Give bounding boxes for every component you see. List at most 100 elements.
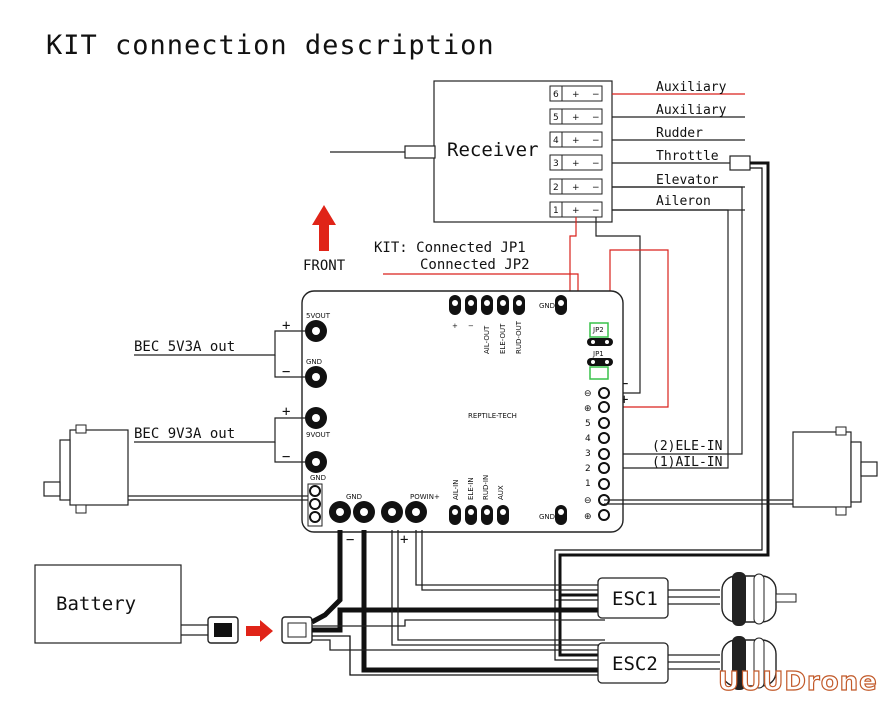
channel-slot [549,131,603,148]
power-minus-wire-2 [361,530,605,673]
right-pin-label-2: 2 [585,464,591,474]
esc2-minus-wire [312,635,605,676]
board-brand: REPTILE-TECH [468,412,517,420]
channel-slot [549,154,603,171]
receiver-box [433,80,613,223]
bec-9v-plus: + [282,404,290,420]
gnd-top-label: GND [539,302,555,310]
channel-number: 3 [553,159,559,169]
right-pin-label-minus: ⊖ [584,389,592,399]
channel-plus: + [572,183,580,193]
esc1-minus-wire [312,607,605,633]
board-minus-label: − [620,376,628,392]
left-servo-body [69,429,129,506]
flight-controller-board: REPTILE-TECH 5VOUT GND 9VOUT GND GND POW… [301,290,624,533]
channel-slot [549,108,603,125]
esc2-feed-wire [312,639,605,651]
gnd-bottom-right-label: GND [539,513,555,521]
power-minus-wire-1 [310,530,343,625]
receiver-channel-4: 4 + − [549,131,603,148]
bec-5v-label: BEC 5V3A out [134,339,235,355]
bottom-pin-rud-in: RUD-IN [482,475,490,500]
battery-label: Battery [56,593,136,615]
aileron-in-wire [604,209,729,469]
channel-slot [549,85,603,102]
channel-slot [549,178,603,195]
channel-minus: − [592,206,600,216]
gnd-bottom-label: GND [346,493,362,501]
channel-name-rudder: Rudder [656,126,703,141]
top-pin-plus: + [452,322,458,330]
channel-name-elevator: Elevator [656,173,719,188]
channel-plus: + [572,113,580,123]
elevator-in-wire [604,186,743,455]
esc1-body [597,577,669,619]
channel-number: 2 [553,183,559,193]
top-pin-ail-out: AIL-OUT [483,325,491,354]
power-plus-wire-2 [397,530,605,641]
servo-pin-label-minus: ⊖ [584,496,592,506]
receiver-label: Receiver [447,139,539,161]
channel-minus: − [592,90,600,100]
right-pin-label-4: 4 [585,434,591,444]
right-servo [604,426,878,516]
channel-plus: + [572,159,580,169]
watermark-logo: UUUDrone [718,667,878,697]
receiver-channel-6: 6 + − [549,85,603,102]
receiver-channel-2: 2 + − [549,178,603,195]
channel-plus: + [572,136,580,146]
jp2-label: JP2 [592,326,604,334]
power-minus-label: − [346,532,354,548]
channel-number: 6 [553,90,559,100]
channel-number: 5 [553,113,559,123]
power-plus-wire-1 [391,530,605,646]
bec-9v-minus: − [282,449,290,465]
receiver-channel-5: 5 + − [549,108,603,125]
page-title: KIT connection description [46,30,495,61]
bec-5v-plus: + [282,318,290,334]
powin-label: POWIN+ [410,493,440,501]
battery-box [34,564,182,644]
bec-5v-minus: − [282,364,290,380]
motor1-body [721,575,777,623]
power-plus-label: + [400,532,408,548]
connect-arrow-icon [246,620,273,642]
jp2-jumper [589,322,609,338]
esc1-feed-wire [312,619,605,627]
bottom-pin-ail-in: AIL-IN [452,480,460,500]
esc1-plus-wire-2 [421,530,605,591]
esc1-plus-wire [415,530,605,586]
front-indicator: FRONT [303,205,346,274]
throttle-harness-outer [558,161,770,657]
ail-in-label: (1)AIL-IN [652,455,722,470]
jp1-jumper [589,366,609,380]
channel-minus: − [592,113,600,123]
gnd-5v-label: GND [306,358,322,366]
receiver-antenna-connector [404,145,436,159]
channel-name-aileron: Aileron [656,194,711,209]
esc2-label: ESC2 [612,653,658,675]
channel-minus: − [592,159,600,169]
kit-note-line2: Connected JP2 [420,257,530,273]
right-pin-column: ⊖ ⊕ 5 4 3 2 1 ⊖ ⊕ [584,387,610,522]
right-pin-label-1: 1 [585,479,591,489]
top-pin-header [449,295,525,315]
receiver: Receiver 6 + − 5 + − 4 + − 3 [330,80,751,223]
channel-number: 4 [553,136,559,146]
front-arrow-icon [312,205,336,251]
vout9-label: 9VOUT [306,431,331,439]
esc1: ESC1 [597,572,797,626]
esc1-signal-wire [558,565,605,597]
right-servo-body [792,431,852,508]
channel-name-aux5: Auxiliary [656,103,727,118]
channel-plus: + [572,206,580,216]
channel-minus: − [592,183,600,193]
channel-number: 1 [553,206,559,216]
gnd-9v-label: GND [310,474,326,482]
kit-note-line1: KIT: Connected JP1 [374,240,526,256]
right-pin-label-5: 5 [585,419,591,429]
receiver-channel-1: 1 + − [549,201,603,218]
vout5-label: 5VOUT [306,312,331,320]
